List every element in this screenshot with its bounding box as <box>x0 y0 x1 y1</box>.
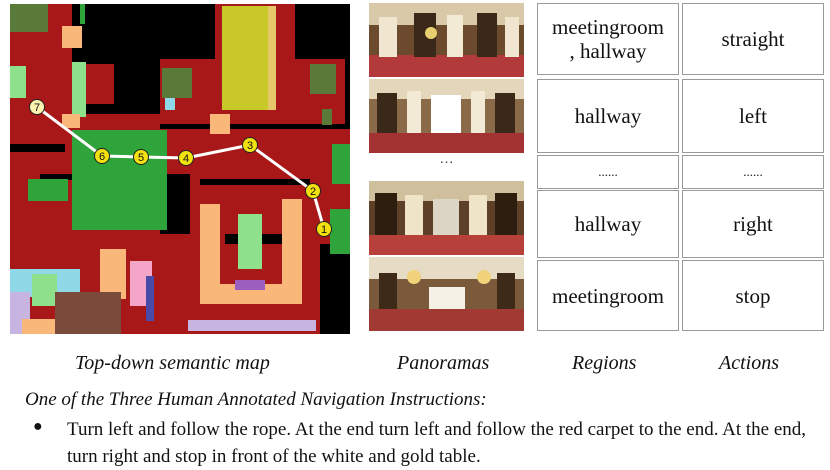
waypoint-label: 7 <box>34 102 40 114</box>
action-cell-ellipsis: ...... <box>682 155 824 189</box>
semantic-map: 1 2 3 4 5 6 7 <box>10 4 350 334</box>
action-cell-3: right <box>682 190 824 258</box>
waypoint-marker <box>94 148 110 164</box>
waypoint-marker <box>316 221 332 237</box>
panorama-ellipsis: … <box>439 152 454 167</box>
waypoint-4: 4 <box>178 150 194 166</box>
waypoint-5: 5 <box>133 149 149 165</box>
map-objects <box>10 4 350 334</box>
waypoint-marker <box>178 150 194 166</box>
waypoint-marker <box>133 149 149 165</box>
waypoint-label: 6 <box>99 151 105 163</box>
caption-map: Top-down semantic map <box>75 352 270 374</box>
instruction-bullet: ● <box>33 418 43 435</box>
waypoint-marker <box>29 99 45 115</box>
waypoint-marker <box>242 137 258 153</box>
action-cell-2: left <box>682 79 824 153</box>
panorama-1 <box>369 3 524 77</box>
panorama-4 <box>369 257 524 331</box>
panorama-3 <box>369 181 524 255</box>
waypoint-markers: 1 2 3 4 5 6 7 <box>29 99 332 237</box>
waypoint-label: 3 <box>247 140 253 152</box>
region-cell-4: meetingroom <box>537 260 679 331</box>
region-cell-2: hallway <box>537 79 679 153</box>
action-cell-4: stop <box>682 260 824 331</box>
action-cell-1: straight <box>682 3 824 75</box>
waypoint-2: 2 <box>305 183 321 199</box>
waypoint-label: 2 <box>310 186 316 198</box>
instruction-text: Turn left and follow the rope. At the en… <box>67 419 807 467</box>
region-cell-ellipsis: ...... <box>537 155 679 189</box>
instructions-heading: One of the Three Human Annotated Navigat… <box>25 389 487 410</box>
waypoint-6: 6 <box>94 148 110 164</box>
region-cell-1: meetingroom , hallway <box>537 3 679 75</box>
region-cell-3: hallway <box>537 190 679 258</box>
waypoint-label: 1 <box>321 224 327 236</box>
waypoint-label: 4 <box>183 153 189 165</box>
panorama-2 <box>369 79 524 153</box>
waypoint-7: 7 <box>29 99 45 115</box>
waypoint-3: 3 <box>242 137 258 153</box>
caption-actions: Actions <box>719 352 779 374</box>
caption-panoramas: Panoramas <box>397 352 490 374</box>
waypoint-1: 1 <box>316 221 332 237</box>
waypoint-label: 5 <box>138 152 144 164</box>
waypoint-marker <box>305 183 321 199</box>
caption-regions: Regions <box>572 352 637 374</box>
